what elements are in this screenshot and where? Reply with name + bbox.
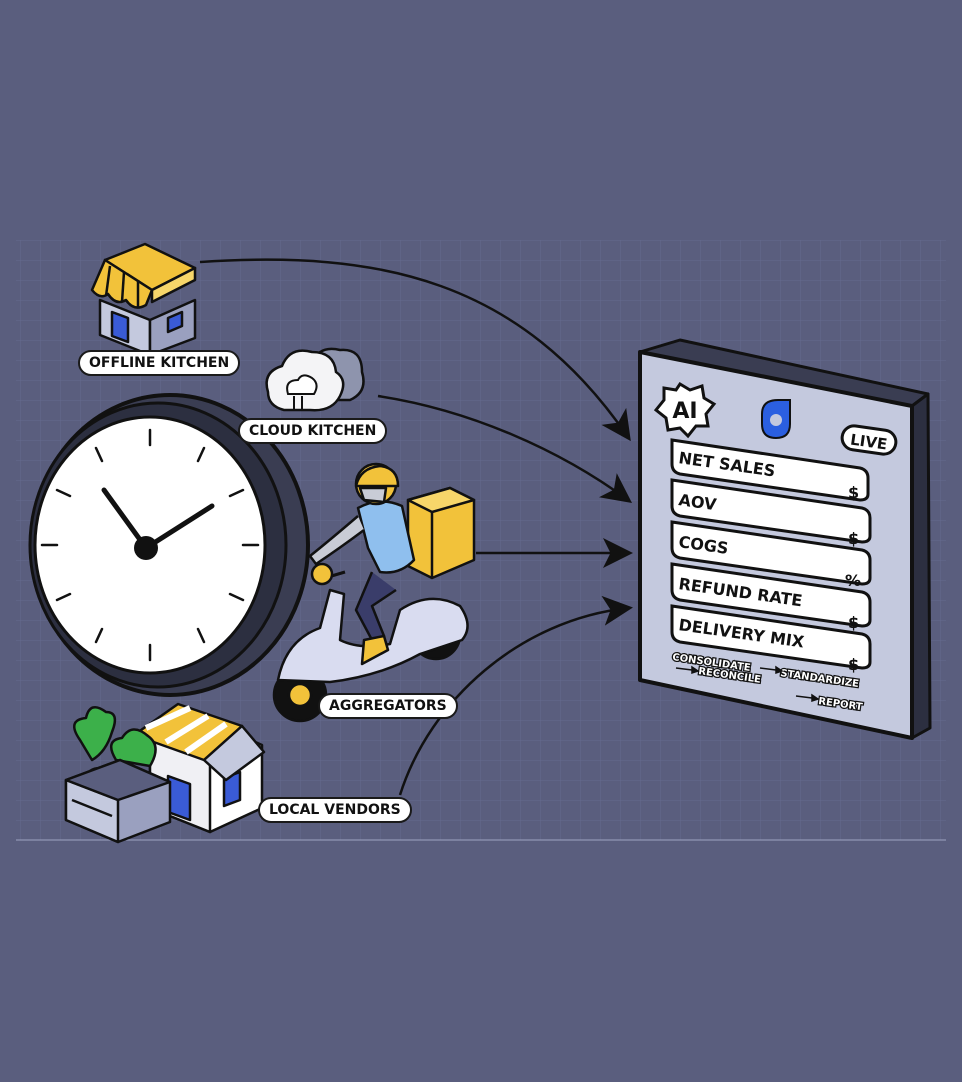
offline-kitchen-icon [90, 242, 197, 357]
delivery-scooter-icon [272, 462, 476, 723]
arrow-local-vendors [398, 595, 633, 796]
clock-icon [28, 393, 310, 697]
metric-row-aov [670, 478, 872, 544]
live-badge: LIVE [840, 424, 898, 456]
arrow-cloud-kitchen [377, 394, 633, 503]
metric-unit-delivery-mix: $ [848, 613, 859, 632]
metric-unit-refund-rate: % [845, 571, 861, 590]
brand-logo-icon [761, 399, 791, 440]
metric-row-net-sales [670, 438, 870, 502]
flow-arrows [199, 258, 633, 796]
metric-rows [670, 438, 872, 670]
local-vendors-icon [64, 702, 266, 844]
label-cloud-kitchen: CLOUD KITCHEN [238, 418, 388, 444]
cloud-kitchen-icon [265, 347, 365, 412]
live-badge-text: LIVE [849, 430, 888, 453]
metric-row-delivery-mix [670, 604, 872, 670]
label-local-vendors: LOCAL VENDORS [258, 797, 412, 823]
footer-arrows [675, 665, 820, 703]
ai-badge-text: AI [672, 399, 697, 424]
label-offline-kitchen: OFFLINE KITCHEN [78, 350, 241, 376]
metric-unit-aov: $ [848, 483, 859, 502]
ai-badge: AI [653, 381, 717, 439]
label-aggregators: AGGREGATORS [318, 693, 458, 719]
arrow-offline-kitchen [199, 258, 631, 442]
metric-unit-extra: $ [848, 655, 859, 674]
metric-row-refund-rate [670, 562, 872, 628]
metric-row-cogs [670, 520, 872, 586]
metric-unit-cogs: $ [848, 529, 859, 548]
